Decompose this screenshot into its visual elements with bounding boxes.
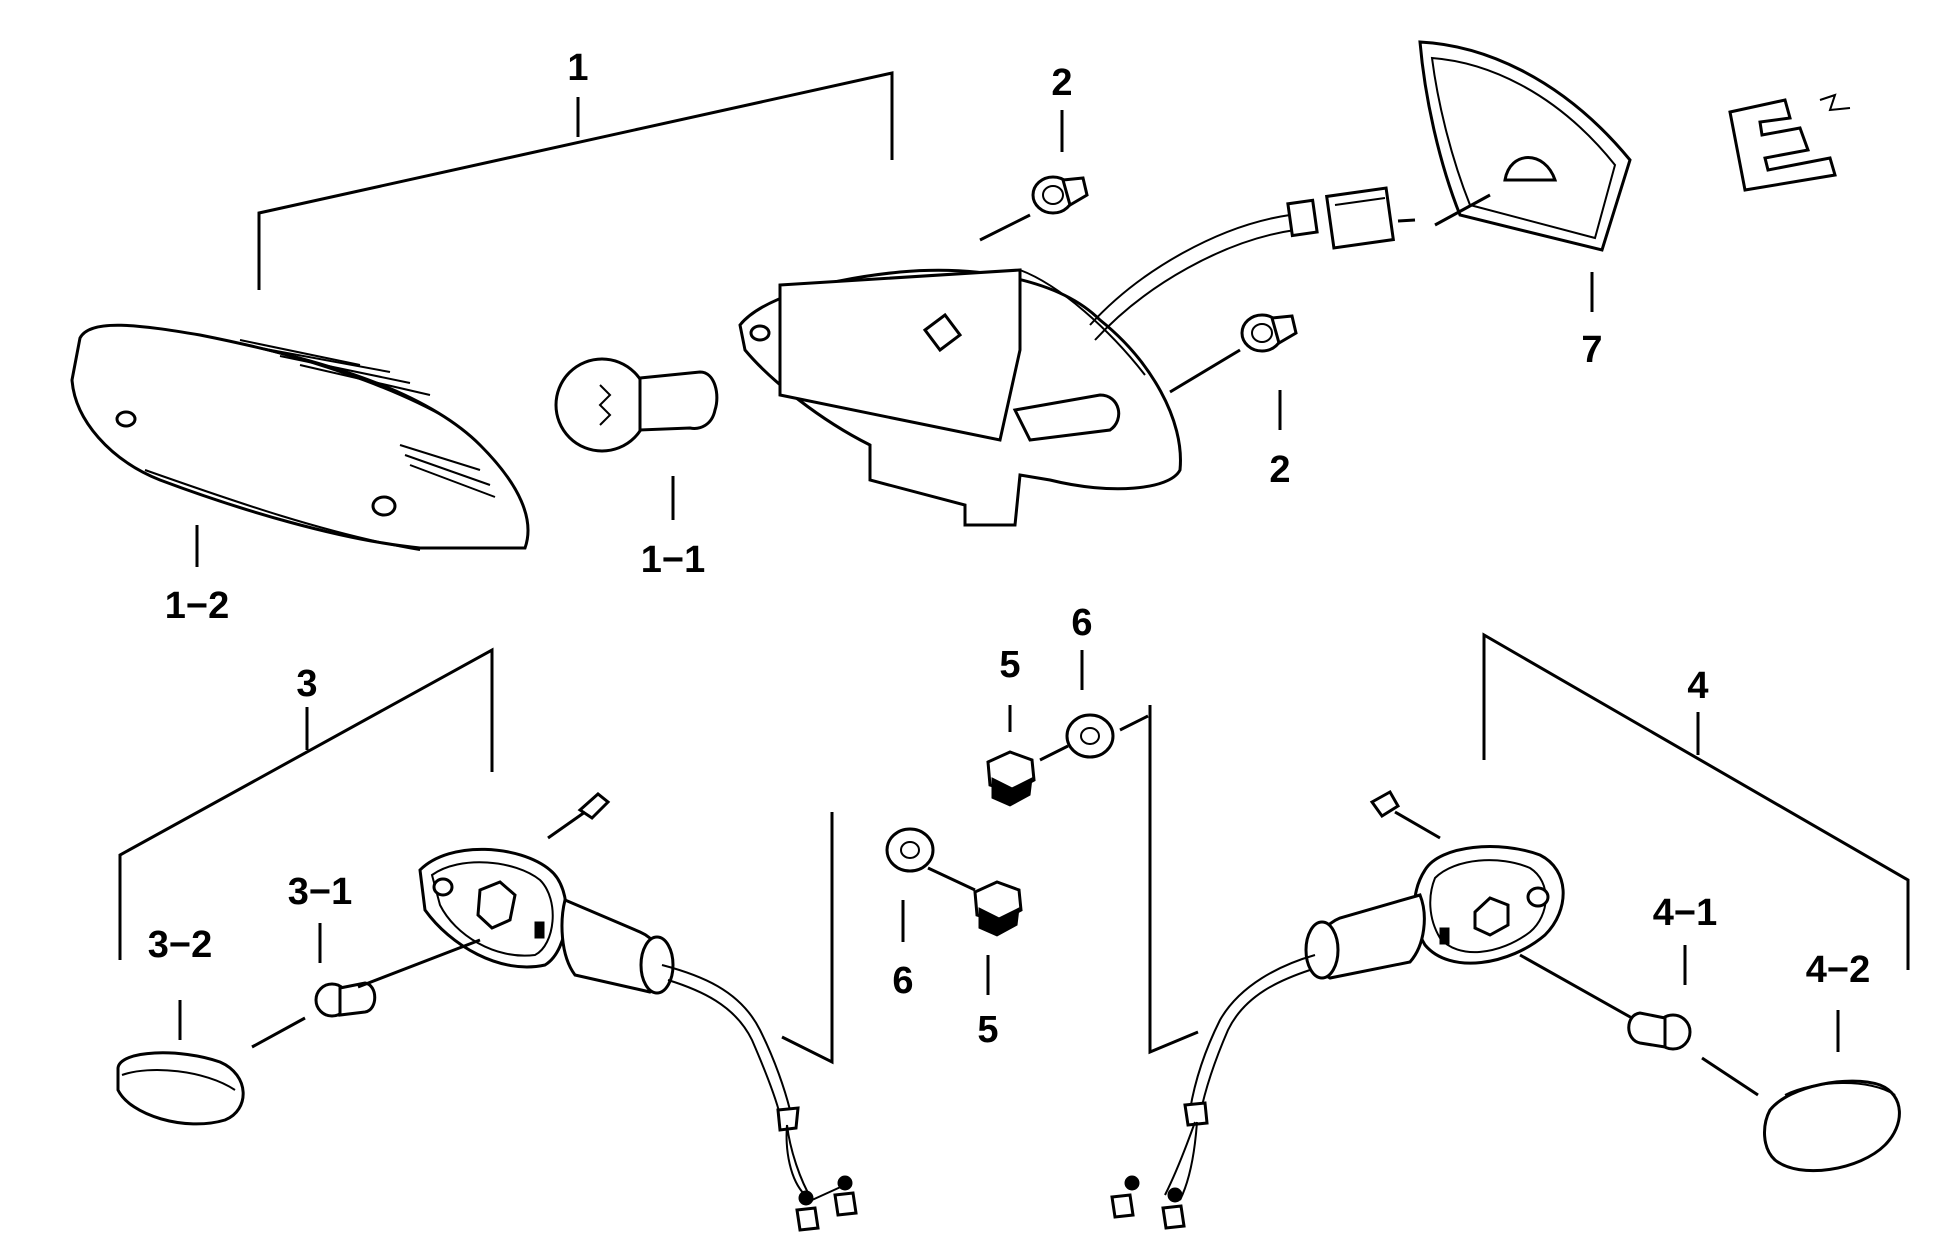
bracket-1 [257, 71, 894, 290]
label-6-top: 6 [1071, 602, 1092, 644]
turn-signal-left-part [418, 847, 858, 1232]
nut-5-top [986, 705, 1069, 807]
screw-right [1369, 789, 1441, 840]
washer-6-top [1065, 650, 1149, 759]
bracket-3 [118, 647, 494, 960]
tail-housing-part [738, 214, 1296, 527]
label-4-1: 4−1 [1653, 892, 1717, 934]
lens-4-2-part [1701, 1010, 1901, 1173]
label-1: 1 [567, 47, 588, 89]
label-2-top: 2 [1051, 62, 1072, 104]
label-3: 3 [296, 663, 317, 705]
bulb-4-1-part [1519, 945, 1692, 1051]
label-5-bottom: 5 [977, 1009, 998, 1051]
lens-3-2-part [116, 1000, 306, 1126]
nut-2-top [979, 110, 1089, 242]
turn-signal-right-part [1110, 845, 1565, 1230]
screw-left [547, 792, 611, 840]
license-bracket-part [1418, 40, 1632, 312]
label-2-bottom: 2 [1269, 449, 1290, 491]
label-5-top: 5 [999, 644, 1020, 686]
washer-6-bottom [885, 827, 976, 942]
connector-part [1286, 186, 1416, 250]
label-1-1: 1−1 [641, 539, 705, 581]
label-4-2: 4−2 [1806, 949, 1870, 991]
bulb-3-1-part [314, 923, 481, 1018]
nut-5-bottom [973, 880, 1023, 995]
nut-2-bottom [1169, 313, 1298, 430]
bracket-right-mount [1148, 705, 1199, 1055]
label-3-1: 3−1 [288, 871, 352, 913]
label-7: 7 [1581, 329, 1602, 371]
label-4: 4 [1687, 665, 1708, 707]
tail-bulb-part [554, 357, 719, 520]
label-6-bottom: 6 [892, 960, 913, 1002]
front-direction-logo-icon [1728, 93, 1851, 192]
label-3-2: 3−2 [148, 924, 212, 966]
bracket-4 [1482, 632, 1910, 970]
label-1-2: 1−2 [165, 585, 229, 627]
tail-lens-part [70, 323, 530, 567]
bracket-left-mount [781, 812, 834, 1065]
